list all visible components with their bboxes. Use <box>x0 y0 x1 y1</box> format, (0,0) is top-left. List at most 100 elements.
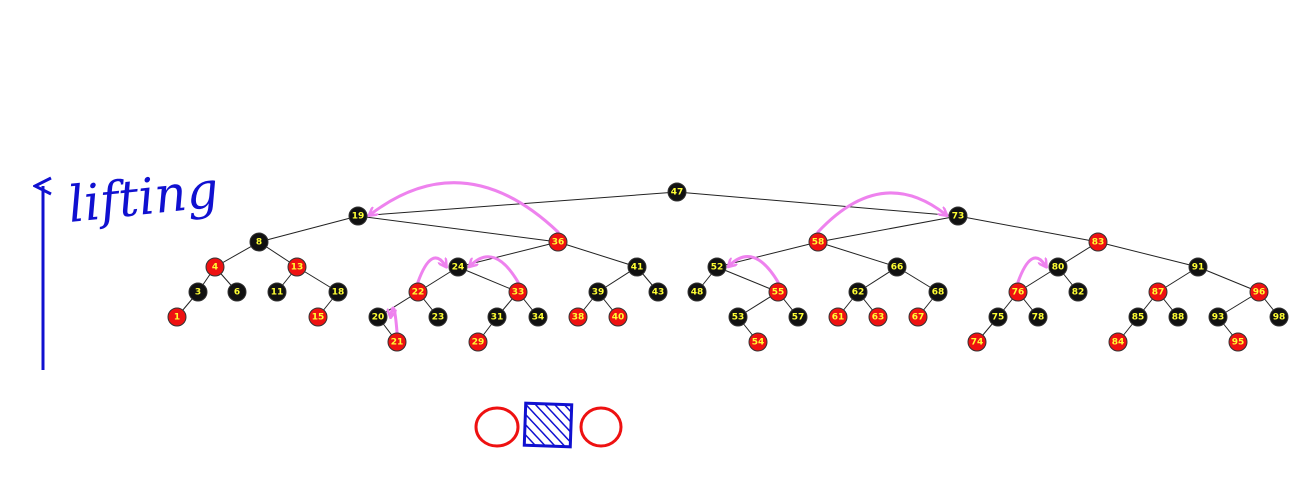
lifting-label: lifting <box>65 160 221 233</box>
red-node-circle <box>548 232 568 252</box>
tree-node: 31 <box>487 307 507 327</box>
tree-node: 39 <box>588 282 608 302</box>
node-key: 40 <box>612 313 625 323</box>
black-node-circle <box>687 282 707 302</box>
node-key: 38 <box>572 313 585 323</box>
node-key: 91 <box>1192 263 1205 273</box>
node-key: 6 <box>234 288 240 298</box>
black-node-circle <box>707 257 727 277</box>
node-key: 4 <box>212 263 218 273</box>
black-node-circle <box>988 307 1008 327</box>
red-node-circle <box>908 307 928 327</box>
tree-node: 95 <box>1228 332 1248 352</box>
tree-node: 85 <box>1128 307 1148 327</box>
tree-node: 22 <box>408 282 428 302</box>
tree-node: 62 <box>848 282 868 302</box>
tree-node: 13 <box>287 257 307 277</box>
black-node-circle <box>928 282 948 302</box>
tree-node: 58 <box>808 232 828 252</box>
tree-node: 52 <box>707 257 727 277</box>
node-key: 21 <box>391 338 404 348</box>
lifting-annotation: lifting <box>43 160 221 370</box>
node-key: 67 <box>912 313 925 323</box>
node-key: 41 <box>631 263 644 273</box>
tree-node: 74 <box>967 332 987 352</box>
black-node-circle <box>448 257 468 277</box>
tree-node: 82 <box>1068 282 1088 302</box>
node-shape-legend <box>474 401 623 449</box>
red-node-circle <box>1108 332 1128 352</box>
node-key: 19 <box>352 212 365 222</box>
tree-node: 48 <box>687 282 707 302</box>
black-node-circle <box>1048 257 1068 277</box>
red-node-circle <box>608 307 628 327</box>
tree-node: 55 <box>768 282 788 302</box>
tree-node: 61 <box>828 307 848 327</box>
red-node-circle <box>408 282 428 302</box>
node-key: 15 <box>312 313 325 323</box>
tree-node: 47 <box>667 182 687 202</box>
tree-node: 73 <box>948 206 968 226</box>
node-key: 43 <box>652 288 665 298</box>
hatched-square-icon <box>522 401 574 449</box>
node-key: 83 <box>1092 238 1105 248</box>
node-key: 54 <box>752 338 765 348</box>
node-key: 68 <box>932 288 945 298</box>
black-node-circle <box>1068 282 1088 302</box>
red-node-circle <box>508 282 528 302</box>
tree-node: 43 <box>648 282 668 302</box>
node-key: 11 <box>271 288 284 298</box>
red-node-circle <box>1088 232 1108 252</box>
black-node-circle <box>487 307 507 327</box>
tree-edge <box>357 215 559 243</box>
red-node-circle <box>1228 332 1248 352</box>
black-node-circle <box>887 257 907 277</box>
tree-node: 53 <box>728 307 748 327</box>
tree-node: 76 <box>1008 282 1028 302</box>
node-key: 57 <box>792 313 805 323</box>
black-node-circle <box>1269 307 1289 327</box>
black-node-circle <box>368 307 388 327</box>
tree-node: 87 <box>1148 282 1168 302</box>
node-key: 33 <box>512 288 525 298</box>
black-node-circle <box>528 307 548 327</box>
black-node-circle <box>667 182 687 202</box>
tree-node: 6 <box>227 282 247 302</box>
tree-edge <box>457 266 519 293</box>
tree-node: 34 <box>528 307 548 327</box>
red-node-circle <box>967 332 987 352</box>
lift-arrow <box>391 306 399 334</box>
node-key: 82 <box>1072 288 1085 298</box>
tree-node: 66 <box>887 257 907 277</box>
node-key: 34 <box>532 313 545 323</box>
black-node-circle <box>848 282 868 302</box>
red-node-circle <box>167 307 187 327</box>
tree-edge <box>258 215 359 243</box>
black-node-circle <box>428 307 448 327</box>
black-node-circle <box>1188 257 1208 277</box>
black-node-circle <box>227 282 247 302</box>
tree-node: 63 <box>868 307 888 327</box>
black-node-circle <box>728 307 748 327</box>
node-key: 8 <box>256 238 262 248</box>
node-key: 78 <box>1032 313 1045 323</box>
node-key: 18 <box>332 288 345 298</box>
tree-node: 38 <box>568 307 588 327</box>
tree-node: 41 <box>627 257 647 277</box>
tree-edge <box>817 215 959 243</box>
node-key: 62 <box>852 288 865 298</box>
tree-node: 29 <box>468 332 488 352</box>
node-key: 23 <box>432 313 445 323</box>
node-key: 3 <box>195 288 201 298</box>
red-node-circle <box>868 307 888 327</box>
tree-node: 78 <box>1028 307 1048 327</box>
node-key: 73 <box>952 212 965 222</box>
node-key: 63 <box>872 313 885 323</box>
black-node-circle <box>1028 307 1048 327</box>
node-key: 58 <box>812 238 825 248</box>
node-key: 96 <box>1253 288 1266 298</box>
node-key: 61 <box>832 313 845 323</box>
